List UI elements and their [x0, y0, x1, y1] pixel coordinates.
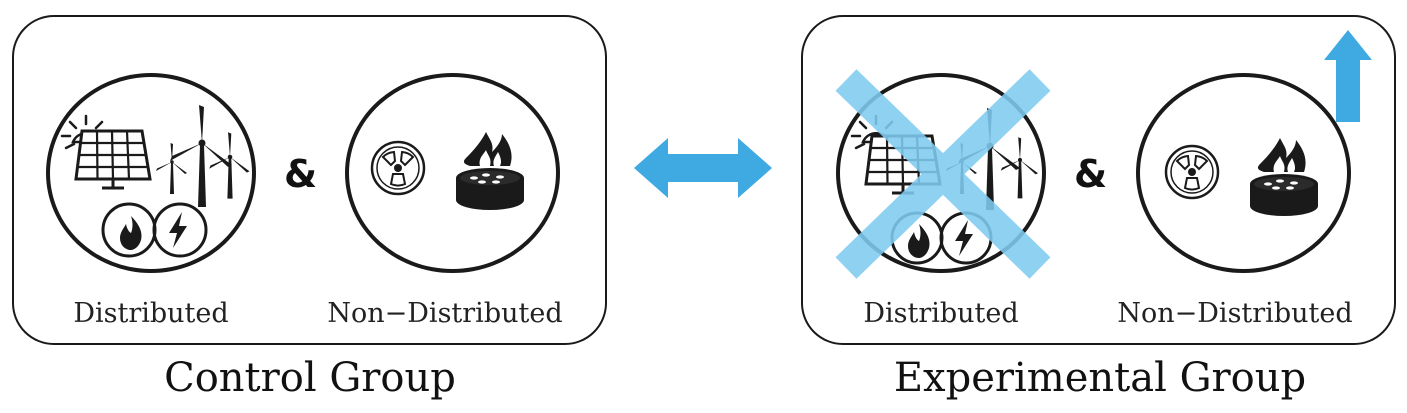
gas-burner-icon	[456, 132, 524, 210]
experimental-distributed-label: Distributed	[863, 298, 1019, 329]
control-distributed-label: Distributed	[73, 298, 229, 329]
wind-turbine-icon	[156, 105, 250, 207]
control-group-panel	[12, 15, 607, 345]
control-distributed-circle	[46, 73, 256, 273]
experimental-connector: &	[1074, 152, 1108, 196]
up-arrow-icon	[1324, 30, 1372, 122]
radiation-icon	[370, 140, 426, 196]
experimental-group-panel	[801, 15, 1396, 345]
control-non-distributed-label: Non−Distributed	[327, 298, 563, 329]
gas-flame-icon	[101, 202, 157, 258]
solar-panel-icon	[74, 129, 152, 190]
control-group-title: Control Group	[164, 355, 456, 401]
cross-mark	[835, 69, 1051, 279]
gas-burner-icon	[1250, 138, 1318, 216]
lightning-icon	[152, 202, 208, 258]
experimental-group-title: Experimental Group	[893, 355, 1307, 401]
experimental-non-distributed-label: Non−Distributed	[1117, 298, 1353, 329]
control-connector: &	[284, 152, 318, 196]
control-non-distributed-circle	[345, 73, 560, 273]
experimental-non-distributed-circle	[1136, 73, 1351, 273]
double-arrow-icon	[634, 138, 772, 198]
radiation-icon	[1164, 144, 1220, 200]
experimental-distributed-circle	[836, 73, 1046, 273]
